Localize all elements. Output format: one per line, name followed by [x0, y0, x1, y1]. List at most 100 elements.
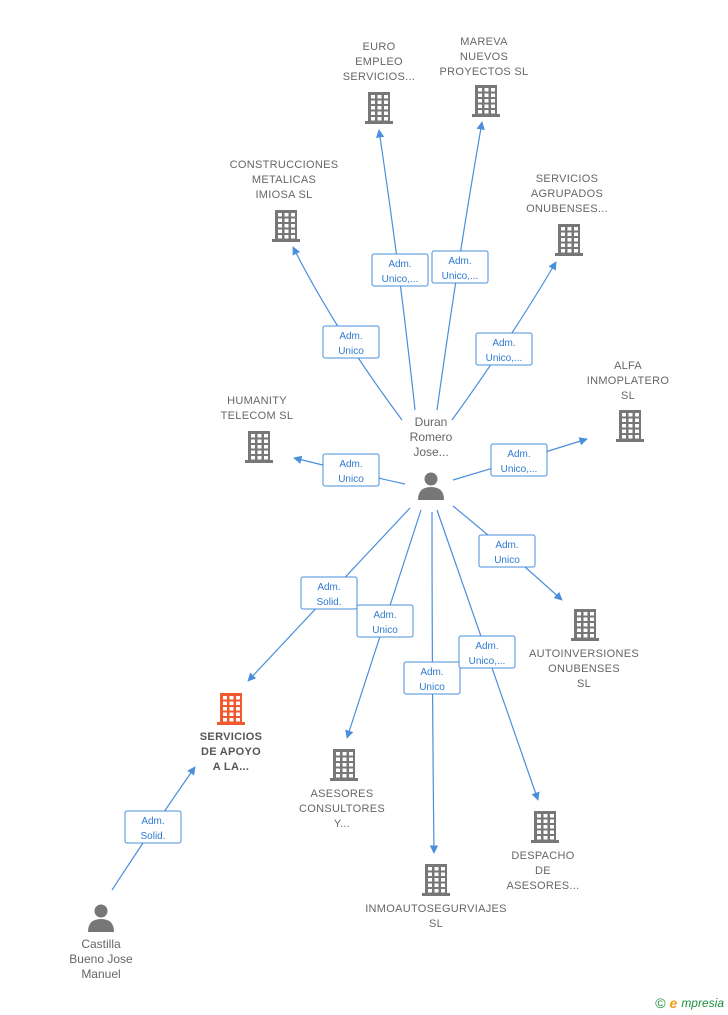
node-label: ASESORES...: [507, 880, 580, 892]
node-label: SERVICIOS: [536, 173, 598, 185]
role-label-text: Adm.: [317, 582, 340, 593]
role-label-text: Adm.: [475, 641, 498, 652]
person-icon: [88, 904, 114, 932]
role-label[interactable]: Adm. Unico: [322, 325, 380, 359]
node-label: Castilla: [81, 937, 121, 951]
role-label-box: [458, 635, 516, 669]
role-label[interactable]: Adm.Unico,...: [475, 332, 533, 366]
node-label: METALICAS: [252, 174, 316, 186]
role-label[interactable]: Adm. Unico,...: [458, 635, 516, 669]
person-icon: [418, 472, 444, 500]
role-label-box: [300, 576, 358, 610]
role-label-text: Solid.: [316, 597, 341, 608]
role-label-text: Unico: [338, 474, 364, 485]
building-icon: [422, 864, 450, 896]
building-icon: [272, 210, 300, 242]
building-icon: [555, 224, 583, 256]
role-label-text: Adm.: [141, 816, 164, 827]
node-label: ONUBENSES...: [526, 203, 608, 215]
role-label-box: [475, 332, 533, 366]
role-label-text: Adm.: [448, 256, 471, 267]
node-label: Manuel: [81, 967, 120, 981]
node-label: Romero: [410, 430, 453, 444]
node-duran[interactable]: DuranRomeroJose...: [410, 415, 453, 500]
role-label[interactable]: Adm. Solid.: [124, 810, 182, 844]
role-label-box: [371, 253, 429, 287]
node-label: EURO: [363, 41, 396, 53]
node-servicios-apoyo[interactable]: SERVICIOS DE APOYO A LA...: [200, 693, 262, 773]
role-label-text: Unico,...: [501, 464, 538, 475]
role-label-text: Solid.: [140, 831, 165, 842]
role-label[interactable]: Adm. Unico,...: [431, 250, 489, 284]
node-alfa[interactable]: ALFA INMOPLATERO SL: [587, 360, 670, 442]
node-label: INMOPLATERO: [587, 375, 670, 387]
role-label-text: Unico: [494, 555, 520, 566]
role-label-text: Adm.: [507, 449, 530, 460]
building-icon: [245, 431, 273, 463]
building-icon: [330, 749, 358, 781]
role-label-text: Unico,...: [442, 271, 479, 282]
node-servicios-agrupados[interactable]: SERVICIOS AGRUPADOS ONUBENSES...: [526, 173, 608, 256]
node-label: Bueno Jose: [69, 952, 133, 966]
building-icon: [571, 609, 599, 641]
node-label: ONUBENSES: [548, 663, 620, 675]
node-euro[interactable]: EUROEMPLEOSERVICIOS...: [343, 41, 415, 124]
node-label: Jose...: [413, 445, 448, 459]
node-label: SERVICIOS: [200, 731, 262, 743]
brand-logo-initial: e: [669, 995, 678, 1011]
node-label: CONSTRUCCIONES: [230, 159, 339, 171]
role-label-text: Unico,...: [469, 656, 506, 667]
node-label: NUEVOS: [460, 51, 508, 63]
role-label-text: Adm.: [339, 459, 362, 470]
role-label[interactable]: Adm. Unico: [478, 534, 536, 568]
node-asesores[interactable]: ASESORES CONSULTORES Y...: [299, 749, 385, 830]
role-label[interactable]: Adm.Unico,...: [371, 253, 429, 287]
node-label: SL: [577, 678, 591, 690]
role-label-text: Adm.: [492, 338, 515, 349]
building-icon: [531, 811, 559, 843]
role-label-text: Unico: [338, 346, 364, 357]
node-label: CONSULTORES: [299, 803, 385, 815]
node-label: DE APOYO: [201, 746, 261, 758]
building-icon: [365, 92, 393, 124]
node-label: AUTOINVERSIONES: [529, 648, 639, 660]
role-label-box: [431, 250, 489, 284]
node-autoinversiones[interactable]: AUTOINVERSIONES ONUBENSES SL: [529, 609, 639, 690]
role-label-text: Adm.: [495, 540, 518, 551]
role-label-box: [403, 661, 461, 695]
copyright-icon: ©: [655, 995, 666, 1011]
role-label[interactable]: Adm. Unico,...: [490, 443, 548, 477]
role-label[interactable]: Adm. Unico: [322, 453, 380, 487]
node-label: Y...: [334, 818, 350, 830]
node-label: AGRUPADOS: [531, 188, 603, 200]
building-icon: [217, 693, 245, 725]
node-construcciones[interactable]: CONSTRUCCIONES METALICAS IMIOSA SL: [230, 159, 339, 242]
node-label: TELECOM SL: [221, 410, 294, 422]
node-label: A LA...: [213, 761, 250, 773]
brand-logo-text: mpresia: [681, 996, 724, 1010]
building-icon: [472, 85, 500, 117]
role-label-text: Adm.: [339, 331, 362, 342]
node-label: HUMANITY: [227, 395, 287, 407]
role-label[interactable]: Adm.Unico: [403, 661, 461, 695]
role-label-text: Unico: [419, 682, 445, 693]
node-label: PROYECTOS SL: [440, 66, 529, 78]
role-label[interactable]: Adm.Unico: [356, 604, 414, 638]
role-label[interactable]: Adm. Solid.: [300, 576, 358, 610]
node-label: MAREVA: [460, 36, 508, 48]
node-despacho[interactable]: DESPACHODEASESORES...: [507, 811, 580, 892]
building-icon: [616, 410, 644, 442]
node-humanity[interactable]: HUMANITY TELECOM SL: [221, 395, 294, 463]
node-label: IMIOSA SL: [255, 189, 312, 201]
node-label: ASESORES: [311, 788, 374, 800]
node-label: Duran: [415, 415, 448, 429]
node-label: SL: [621, 390, 635, 402]
node-label: ALFA: [614, 360, 642, 372]
node-label: DESPACHO: [511, 850, 574, 862]
node-mareva[interactable]: MAREVA NUEVOS PROYECTOS SL: [440, 36, 529, 117]
node-label: SERVICIOS...: [343, 71, 415, 83]
